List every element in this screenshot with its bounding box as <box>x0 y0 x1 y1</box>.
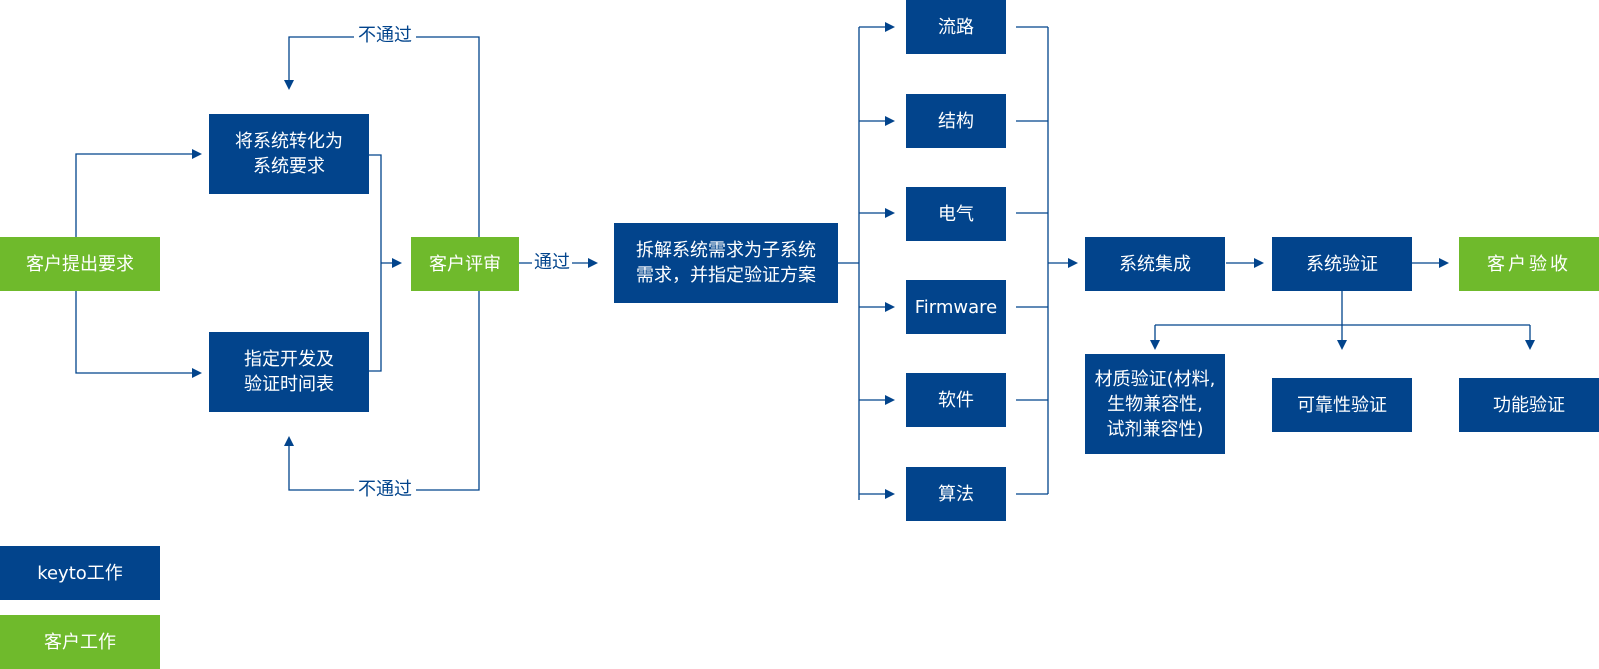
node-material-verification: 材质验证(材料, 生物兼容性, 试剂兼容性) <box>1085 354 1225 454</box>
edge-label-fail-bottom: 不通过 <box>354 479 416 501</box>
node-function-verification: 功能验证 <box>1459 378 1599 432</box>
node-subsystem-3: 电气 <box>906 187 1006 241</box>
node-customer-request: 客户提出要求 <box>0 237 160 291</box>
node-acceptance: 客户验收 <box>1459 237 1599 291</box>
legend-keyto: keyto工作 <box>0 546 160 600</box>
node-subsystem-1: 流路 <box>906 0 1006 54</box>
edge-label-pass: 通过 <box>532 252 572 274</box>
edge-label-fail-top: 不通过 <box>354 25 416 47</box>
node-subsystem-4: Firmware <box>906 280 1006 334</box>
legend-customer: 客户工作 <box>0 615 160 669</box>
node-customer-review: 客户评审 <box>411 237 519 291</box>
node-subsystem-5: 软件 <box>906 373 1006 427</box>
node-reliability-verification: 可靠性验证 <box>1272 378 1412 432</box>
node-subsystem-2: 结构 <box>906 94 1006 148</box>
node-convert-system: 将系统转化为 系统要求 <box>209 114 369 194</box>
edge-request-schedule <box>75 291 202 378</box>
edge-convert-merge <box>369 154 382 372</box>
node-subsystem-6: 算法 <box>906 467 1006 521</box>
node-decompose: 拆解系统需求为子系统 需求，并指定验证方案 <box>614 223 838 303</box>
edge-request-convert <box>75 149 202 237</box>
node-schedule: 指定开发及 验证时间表 <box>209 332 369 412</box>
node-integration: 系统集成 <box>1085 237 1225 291</box>
node-verification: 系统验证 <box>1272 237 1412 291</box>
